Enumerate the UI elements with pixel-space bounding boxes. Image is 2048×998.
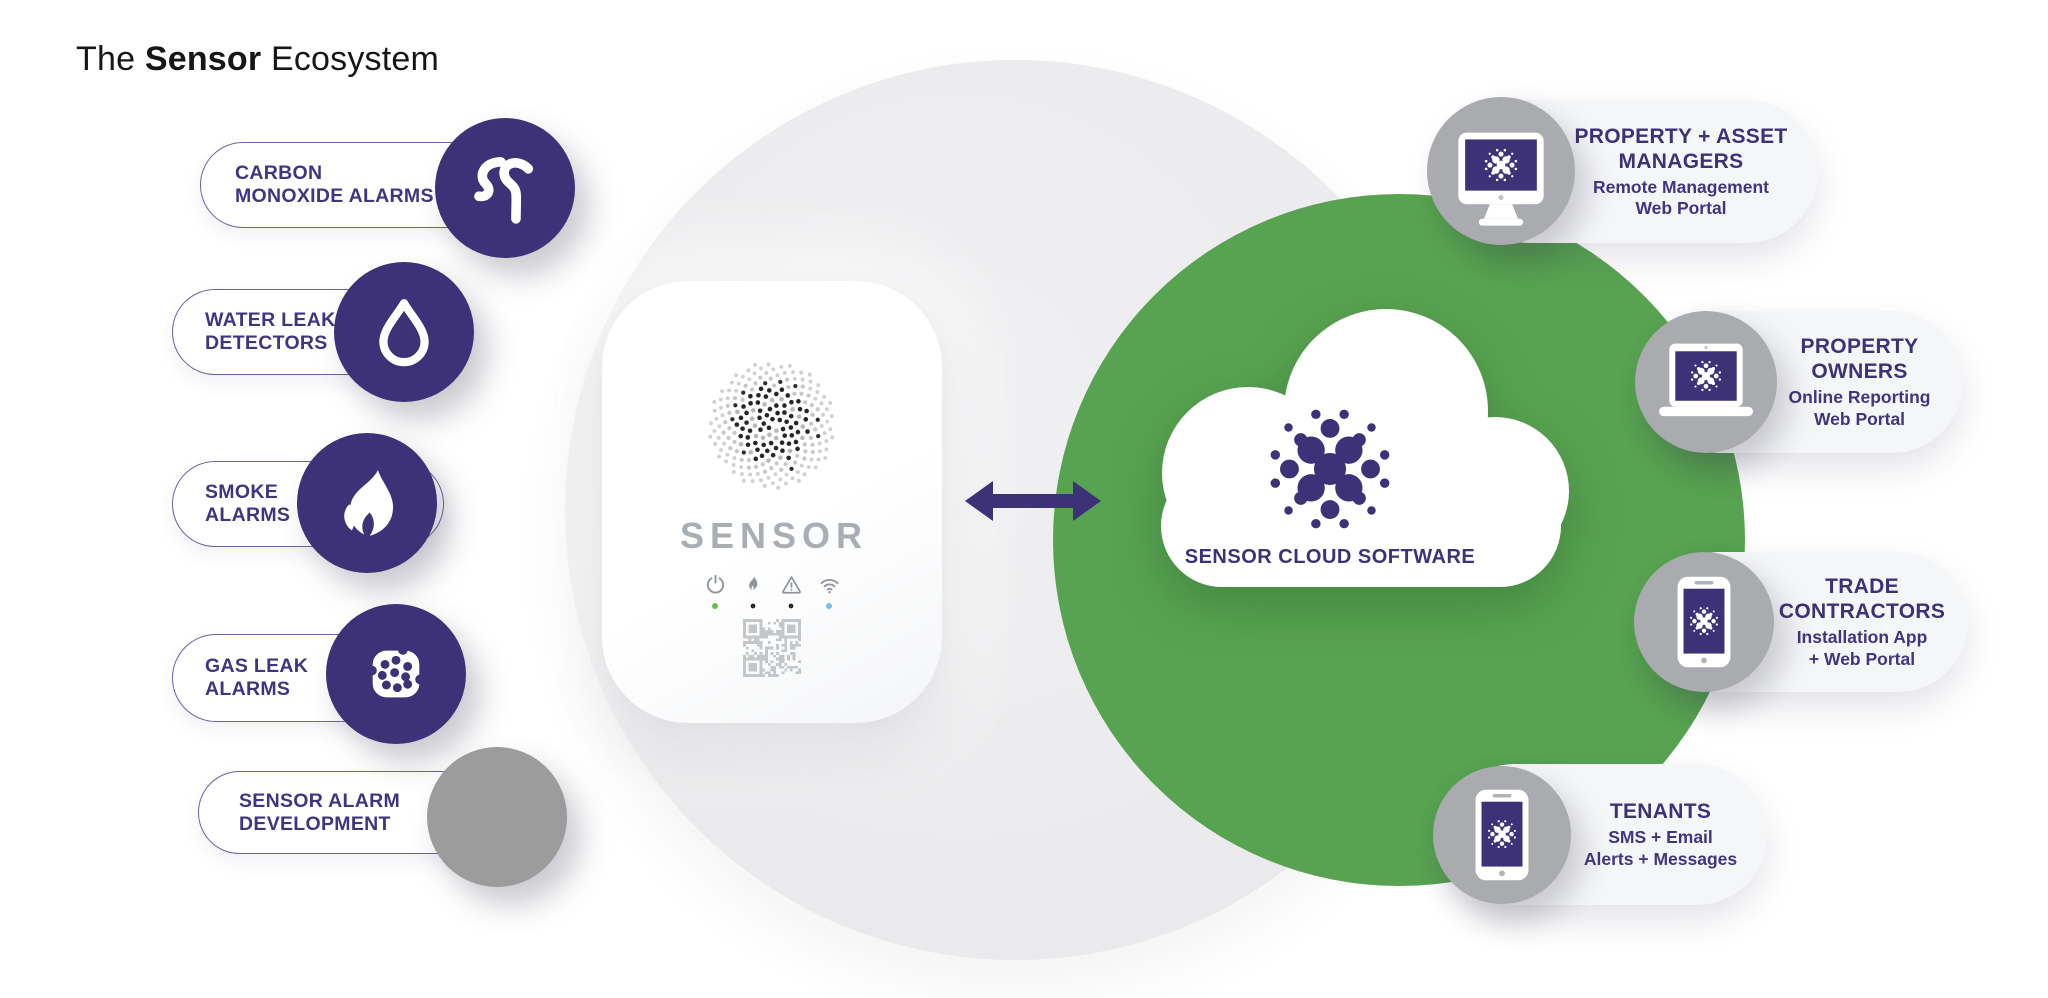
- card-subtitle-line2: Alerts + Messages: [1583, 848, 1738, 869]
- pill-label: WATER LEAK DETECTORS: [205, 309, 335, 355]
- title-pre: The: [76, 40, 145, 78]
- qr-code: [743, 619, 801, 677]
- flame-icon: [748, 576, 757, 591]
- gas-particles-icon: [367, 645, 425, 698]
- card-subtitle: Installation App + Web Portal: [1776, 627, 1948, 670]
- carbon-monoxide-icon-circle: [435, 118, 575, 258]
- card-title: TRADE CONTRACTORS: [1776, 574, 1948, 624]
- card-subtitle: Remote Management Web Portal: [1570, 177, 1792, 220]
- sensor-cloud: SENSOR CLOUD SOFTWARE: [1143, 303, 1573, 603]
- flame-icon: [344, 470, 394, 536]
- pill-label-line2: DETECTORS: [205, 332, 328, 354]
- card-title-line2: OWNERS: [1811, 360, 1908, 383]
- smoke-alarm-icon-circle: [297, 433, 437, 573]
- card-title-line1: PROPERTY: [1800, 335, 1919, 358]
- pill-label: GAS LEAK ALARMS: [205, 655, 308, 701]
- card-title-line1: TRADE: [1825, 575, 1899, 598]
- property-asset-managers-icon-circle: [1427, 97, 1575, 245]
- qr-code-wrap: [602, 619, 942, 677]
- smartphone-icon: [1475, 789, 1529, 881]
- card-title-line2: CONTRACTORS: [1778, 600, 1946, 623]
- cloud-shape: [1161, 309, 1569, 587]
- status-dot: [826, 603, 832, 609]
- card-subtitle-line2: Web Portal: [1813, 408, 1906, 429]
- sensor-device: SENSOR: [602, 281, 942, 723]
- card-subtitle-line1: Installation App: [1796, 627, 1928, 647]
- card-title: PROPERTY OWNERS: [1778, 334, 1941, 384]
- device-indicator-row: [602, 573, 942, 610]
- pill-label-line2: ALARMS: [205, 504, 291, 526]
- pill-label-line1: SMOKE: [205, 481, 279, 503]
- water-drop-icon: [379, 299, 429, 367]
- card-subtitle-line1: SMS + Email: [1608, 827, 1713, 847]
- pill-label-line1: WATER LEAK: [205, 309, 336, 331]
- card-title-line1: TENANTS: [1609, 800, 1712, 823]
- pill-label-line2: MONOXIDE ALARMS: [235, 185, 434, 207]
- water-leak-icon-circle: [334, 262, 474, 402]
- page-title: The Sensor Ecosystem: [76, 40, 439, 79]
- trade-contractors-icon-circle: [1634, 552, 1774, 692]
- sensor-dots-logo: [1270, 409, 1390, 529]
- pill-label: SENSOR ALARM DEVELOPMENT: [239, 790, 400, 836]
- status-dot: [750, 603, 756, 609]
- device-brand-label: SENSOR: [679, 515, 869, 556]
- pill-label: SMOKE ALARMS: [205, 481, 290, 527]
- indicator-warning: [779, 573, 803, 610]
- card-title: TENANTS: [1572, 799, 1749, 824]
- status-dot: [712, 603, 718, 609]
- pill-label-line1: GAS LEAK: [205, 655, 309, 677]
- card-subtitle-line1: Online Reporting: [1788, 387, 1931, 407]
- card-title-line1: PROPERTY + ASSET: [1574, 124, 1788, 148]
- smartphone-icon: [1677, 576, 1731, 668]
- tenants-icon-circle: [1433, 766, 1571, 904]
- pill-label-line2: ALARMS: [205, 678, 291, 700]
- card-subtitle-line2: Web Portal: [1635, 198, 1727, 218]
- sensor-alarm-development-circle: [427, 747, 567, 887]
- gas-leak-icon-circle: [326, 604, 466, 744]
- indicator-wifi: [817, 573, 841, 610]
- pill-label-line2: DEVELOPMENT: [239, 812, 391, 835]
- card-subtitle: SMS + Email Alerts + Messages: [1572, 827, 1749, 870]
- card-title-line2: MANAGERS: [1618, 149, 1744, 173]
- warning-icon: [781, 576, 801, 594]
- indicator-power: [703, 573, 727, 610]
- pill-label-line1: SENSOR ALARM: [239, 789, 401, 812]
- status-dot: [788, 603, 794, 609]
- carbon-monoxide-smoke-icon: [474, 157, 534, 224]
- title-post: Ecosystem: [261, 40, 440, 78]
- card-subtitle: Online Reporting Web Portal: [1778, 387, 1941, 430]
- card-title: PROPERTY + ASSET MANAGERS: [1570, 124, 1792, 174]
- cloud-label: SENSOR CLOUD SOFTWARE: [1184, 546, 1476, 568]
- pill-label: CARBON MONOXIDE ALARMS: [235, 162, 434, 208]
- title-brand: Sensor: [144, 40, 262, 78]
- indicator-fire: [741, 573, 765, 610]
- laptop-icon: [1659, 343, 1753, 417]
- two-way-sync-arrow-icon: [965, 481, 1101, 521]
- card-subtitle-line2: + Web Portal: [1808, 648, 1916, 669]
- pill-label-line1: CARBON: [235, 162, 323, 184]
- desktop-monitor-icon: [1458, 132, 1544, 226]
- power-icon: [706, 574, 724, 594]
- wifi-icon: [820, 579, 838, 594]
- card-subtitle-line1: Remote Management: [1592, 176, 1769, 197]
- property-owners-icon-circle: [1635, 311, 1777, 453]
- speaker-grille: [708, 362, 835, 490]
